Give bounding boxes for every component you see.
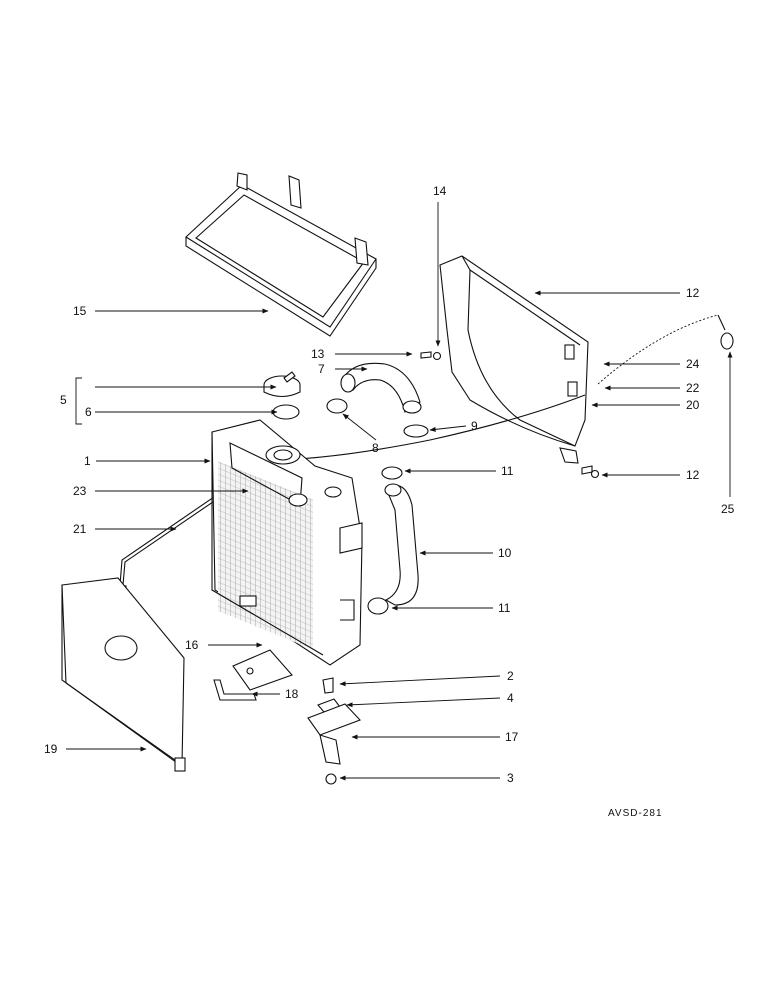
callout-2: 2 [507,669,514,683]
callout-9: 9 [471,419,478,433]
callout-16: 15 [73,304,87,318]
callout-23: 22 [686,381,700,395]
figure-reference-code: AVSD-281 [608,808,663,819]
callout-10: 10 [498,546,512,560]
callout-24: 23 [73,484,87,498]
callout-19: 18 [285,687,299,701]
callout-12: 12 [686,286,700,300]
callout-6: 6 [85,405,92,419]
callout-20: 19 [44,742,58,756]
callout-1: 1 [84,454,91,468]
callout-11-lower: 11 [498,601,511,615]
fan-shroud [439,255,589,464]
callout-7: 7 [318,362,325,376]
radiator [211,419,363,666]
callout-4: 4 [507,691,514,705]
callout-18: 17 [505,730,519,744]
callout-3: 3 [507,771,514,785]
callout-8: 8 [372,441,379,455]
callout-14: 13 [311,347,325,361]
radiator-frame [185,172,377,337]
radiator-cap [263,371,301,398]
callout-26: 25 [721,502,735,516]
callout-11-upper: 11 [501,464,514,478]
callout-17: 16 [185,638,199,652]
callout-15: 14 [433,184,447,198]
callout-21: 20 [686,398,700,412]
callout-5: 5 [60,393,67,407]
callout-25: 24 [686,357,700,371]
radiator-blind [61,577,186,772]
callout-13: 12 [686,468,700,482]
callout-22: 21 [73,522,87,536]
